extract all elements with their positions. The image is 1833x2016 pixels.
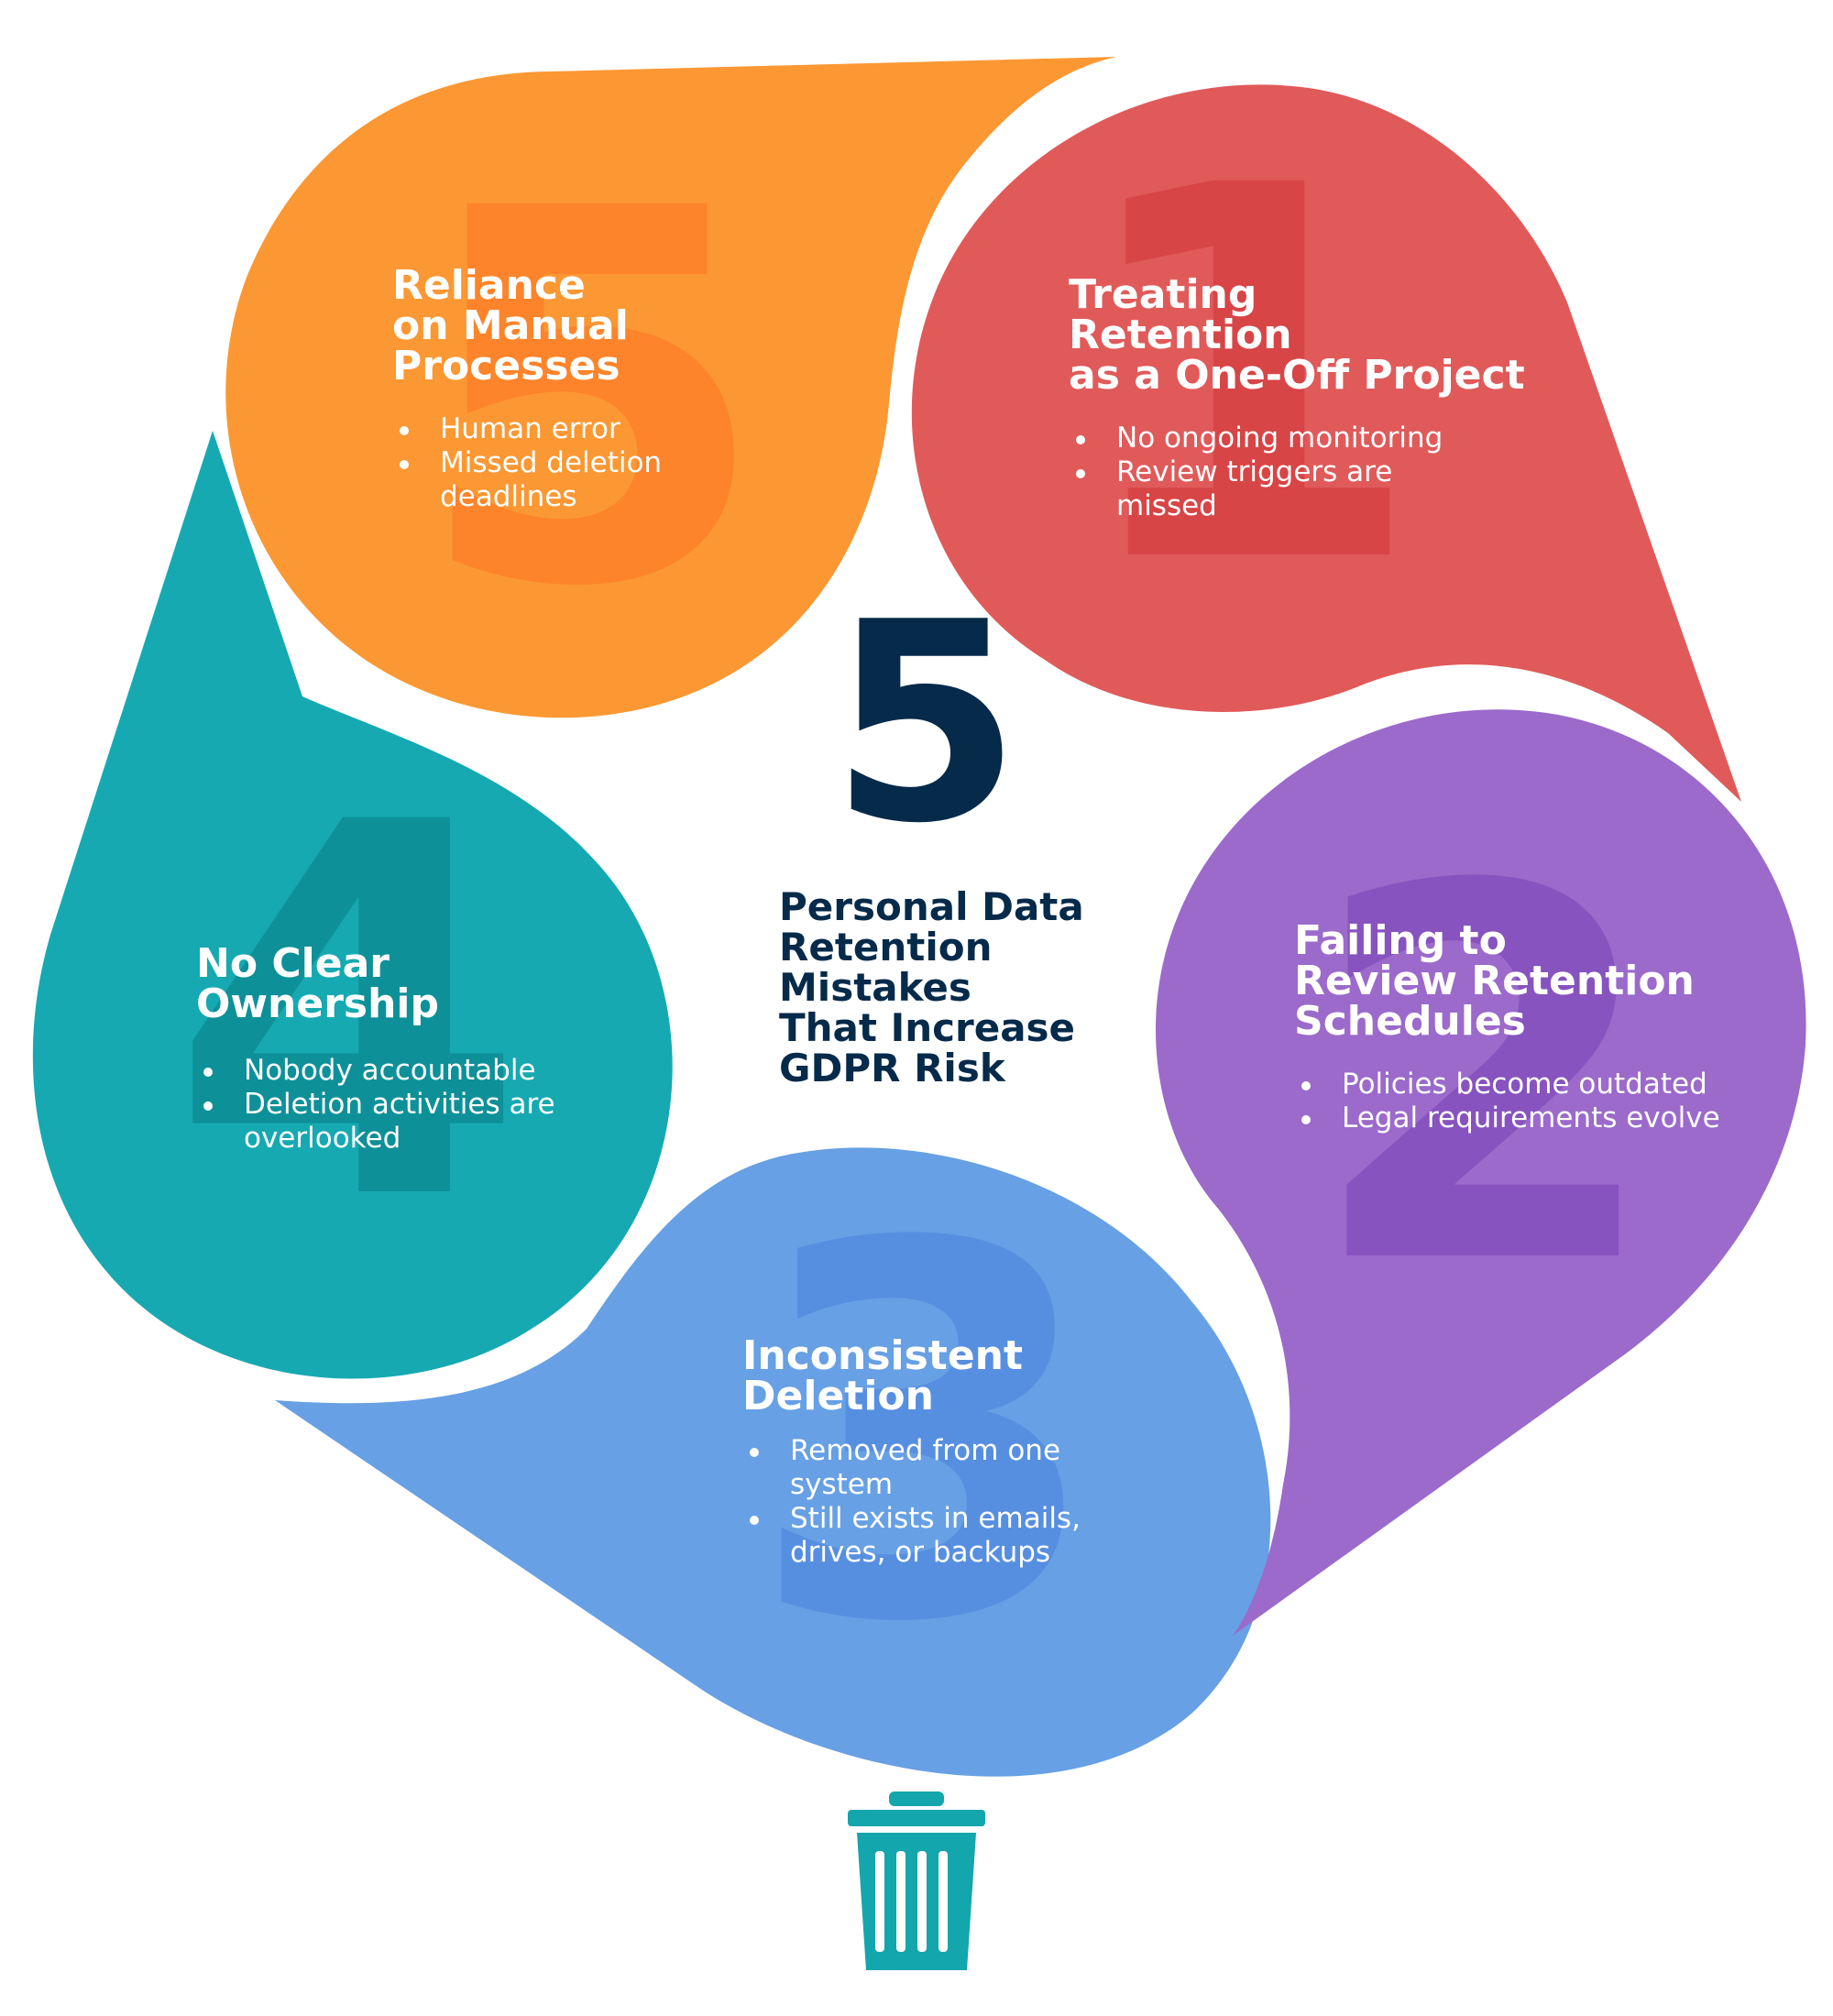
bullet-item: Legal requirements evolve xyxy=(1301,1101,1782,1135)
petal-5-bullets: Human error Missed deletion deadlines xyxy=(392,412,742,514)
petal-3-title-line: Inconsistent xyxy=(742,1332,1024,1379)
petal-5: 5 xyxy=(225,57,1116,718)
petal-5-title-line: Reliance xyxy=(392,262,586,309)
petal-3-shape xyxy=(275,1147,1271,1777)
center-title-line: Retention xyxy=(779,925,993,970)
petal-2-title: Failing to Review Retention Schedules xyxy=(1294,921,1695,1042)
petal-3-numeral: 3 xyxy=(747,1137,1104,1735)
petal-4-title-line: Ownership xyxy=(196,981,440,1027)
center-title-line: GDPR Risk xyxy=(779,1046,1005,1090)
petal-1: 1 xyxy=(911,79,1741,802)
petal-5-shape xyxy=(225,57,1116,718)
petal-1-title-line: Retention xyxy=(1069,312,1292,358)
petal-4-numeral: 4 xyxy=(170,716,527,1313)
petal-2-numeral: 2 xyxy=(1306,780,1663,1377)
petal-4-shape xyxy=(32,431,673,1379)
petal-2: 2 xyxy=(1155,709,1806,1636)
petal-2-bullets: Policies become outdated Legal requireme… xyxy=(1294,1068,1782,1135)
center-title: Personal Data Retention Mistakes That In… xyxy=(779,887,1084,1089)
petal-4-bullets: Nobody accountable Deletion activities a… xyxy=(196,1054,592,1156)
petal-5-title-line: Processes xyxy=(392,343,620,389)
petal-4-title: No Clear Ownership xyxy=(196,944,439,1024)
petal-1-bullets: No ongoing monitoring Review triggers ar… xyxy=(1069,422,1455,523)
petal-3: 3 xyxy=(275,1137,1271,1777)
center-number: 5 xyxy=(829,564,1022,883)
petal-1-title-line: Treating xyxy=(1069,271,1257,318)
petal-4-title-line: No Clear xyxy=(196,940,390,987)
petal-5-title: Reliance on Manual Processes xyxy=(392,266,629,387)
trash-can-icon xyxy=(848,1791,985,1970)
center-title-line: Personal Data xyxy=(779,884,1084,929)
bullet-item: Missed deletion deadlines xyxy=(400,446,742,514)
bullet-item: Policies become outdated xyxy=(1301,1068,1782,1101)
bullet-item: No ongoing monitoring xyxy=(1076,422,1455,455)
petal-5-title-line: on Manual xyxy=(392,302,629,349)
bullet-item: Removed from one system xyxy=(750,1434,1092,1502)
bullet-item: Nobody accountable xyxy=(203,1054,592,1088)
petal-2-title-line: Failing to xyxy=(1294,917,1507,964)
bullet-item: Review triggers are missed xyxy=(1076,455,1455,523)
petal-2-title-line: Schedules xyxy=(1294,998,1526,1045)
petal-1-title-line: as a One-Off Project xyxy=(1069,352,1525,399)
petal-3-title-line: Deletion xyxy=(742,1373,934,1419)
center-title-line: That Increase xyxy=(779,1005,1076,1050)
center-title-line: Mistakes xyxy=(779,965,971,1010)
petal-3-bullets: Removed from one system Still exists in … xyxy=(742,1434,1092,1570)
petal-3-title: Inconsistent Deletion xyxy=(742,1336,1023,1417)
petal-1-title: Treating Retention as a One-Off Project xyxy=(1069,275,1525,396)
petal-5-numeral: 5 xyxy=(412,102,770,699)
bullet-item: Deletion activities are overlooked xyxy=(203,1088,592,1156)
petal-1-shape xyxy=(911,84,1741,802)
petal-2-shape xyxy=(1155,709,1806,1636)
petal-2-title-line: Review Retention xyxy=(1294,958,1695,1004)
petal-4: 4 xyxy=(32,431,673,1379)
bullet-item: Human error xyxy=(400,412,742,446)
bullet-item: Still exists in emails, drives, or backu… xyxy=(750,1502,1092,1570)
petal-1-numeral: 1 xyxy=(1068,79,1425,676)
